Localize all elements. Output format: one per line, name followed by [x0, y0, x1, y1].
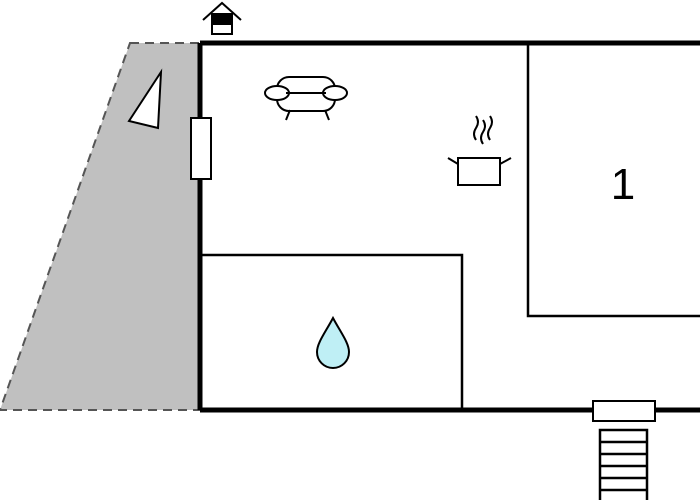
- entrance-house-icon: [202, 1, 242, 35]
- terrace: [0, 42, 201, 411]
- stairs-icon: [598, 428, 649, 500]
- window: [190, 117, 212, 180]
- compass-triangle-icon: [127, 68, 163, 130]
- water-drop-icon: [315, 315, 351, 369]
- sofa-icon: [264, 76, 348, 121]
- cooking-pot-icon: [447, 115, 512, 186]
- entrance-door[interactable]: [592, 400, 656, 422]
- interior-walls: [200, 43, 700, 410]
- exterior-walls: [197, 40, 700, 413]
- room-number-label: 1: [611, 160, 635, 209]
